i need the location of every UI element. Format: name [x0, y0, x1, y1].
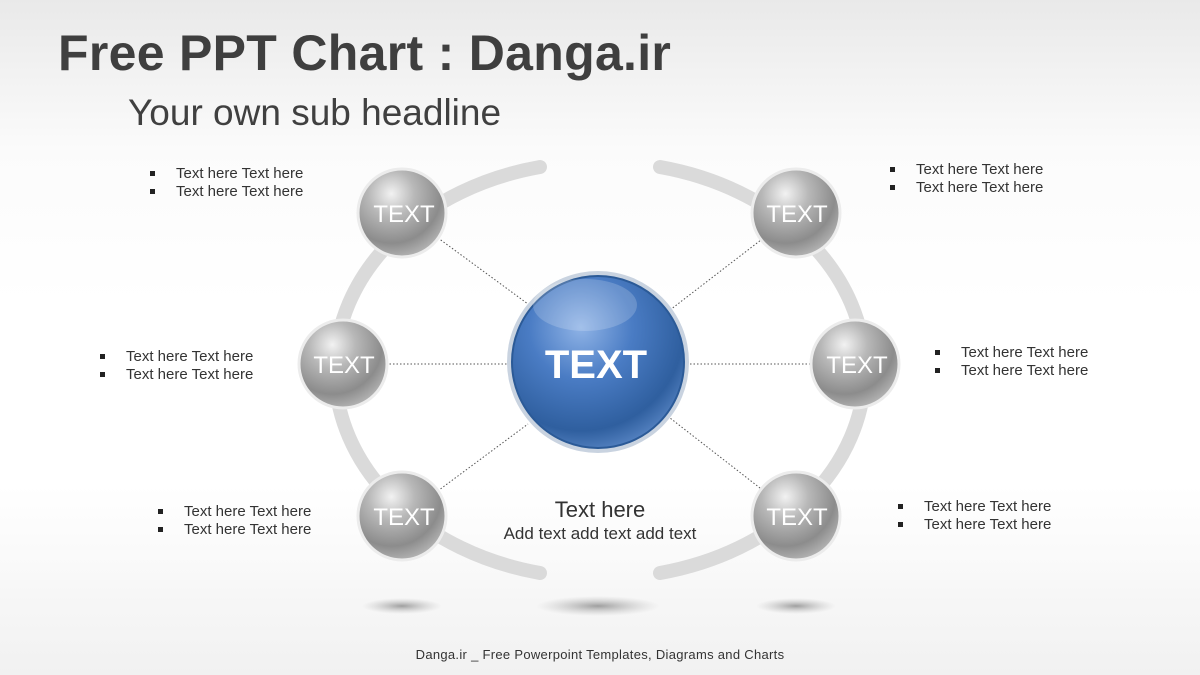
node-middle-left: TEXT	[297, 318, 389, 410]
connector-line	[669, 417, 797, 517]
list-item: Text here Text here	[98, 348, 253, 366]
node-label: TEXT	[766, 504, 828, 531]
list-item: Text here Text here	[888, 179, 1043, 197]
list-item: Text here Text here	[156, 521, 311, 539]
center-caption-heading: Text here	[554, 497, 646, 522]
center-node: TEXT	[507, 271, 689, 453]
center-caption: Text here Add text add text add text	[450, 497, 750, 545]
page-subtitle: Your own sub headline	[128, 92, 502, 133]
node-top-right: TEXT	[750, 167, 842, 259]
list-item: Text here Text here	[148, 165, 303, 183]
floor-shadow	[536, 596, 660, 616]
list-item: Text here Text here	[933, 362, 1088, 380]
bullet-list-top-left: Text here Text here Text here Text here	[148, 165, 303, 201]
list-item: Text here Text here	[933, 344, 1088, 362]
bullet-list-bottom-left: Text here Text here Text here Text here	[156, 503, 311, 539]
bullet-list-bottom-right: Text here Text here Text here Text here	[896, 498, 1051, 534]
node-label: TEXT	[766, 201, 828, 228]
bullet-list-middle-left: Text here Text here Text here Text here	[98, 348, 253, 384]
bullet-list-middle-right: Text here Text here Text here Text here	[933, 344, 1088, 380]
node-label: TEXT	[373, 201, 435, 228]
list-item: Text here Text here	[896, 498, 1051, 516]
list-item: Text here Text here	[98, 366, 253, 384]
node-bottom-right: TEXT	[750, 470, 842, 562]
floor-shadow	[756, 598, 836, 614]
node-top-left: TEXT	[356, 167, 448, 259]
node-bottom-left: TEXT	[356, 470, 448, 562]
center-node-label: TEXT	[545, 343, 647, 387]
floor-shadow	[362, 598, 442, 614]
bullet-list-top-right: Text here Text here Text here Text here	[888, 161, 1043, 197]
center-caption-body: Add text add text add text	[503, 524, 697, 543]
list-item: Text here Text here	[888, 161, 1043, 179]
node-label: TEXT	[826, 352, 888, 379]
node-label: TEXT	[313, 352, 375, 379]
page-title: Free PPT Chart : Danga.ir	[58, 25, 672, 81]
footer-text: Danga.ir _ Free Powerpoint Templates, Di…	[415, 647, 785, 662]
list-item: Text here Text here	[896, 516, 1051, 534]
node-label: TEXT	[373, 504, 435, 531]
list-item: Text here Text here	[148, 183, 303, 201]
node-middle-right: TEXT	[809, 318, 901, 410]
list-item: Text here Text here	[156, 503, 311, 521]
